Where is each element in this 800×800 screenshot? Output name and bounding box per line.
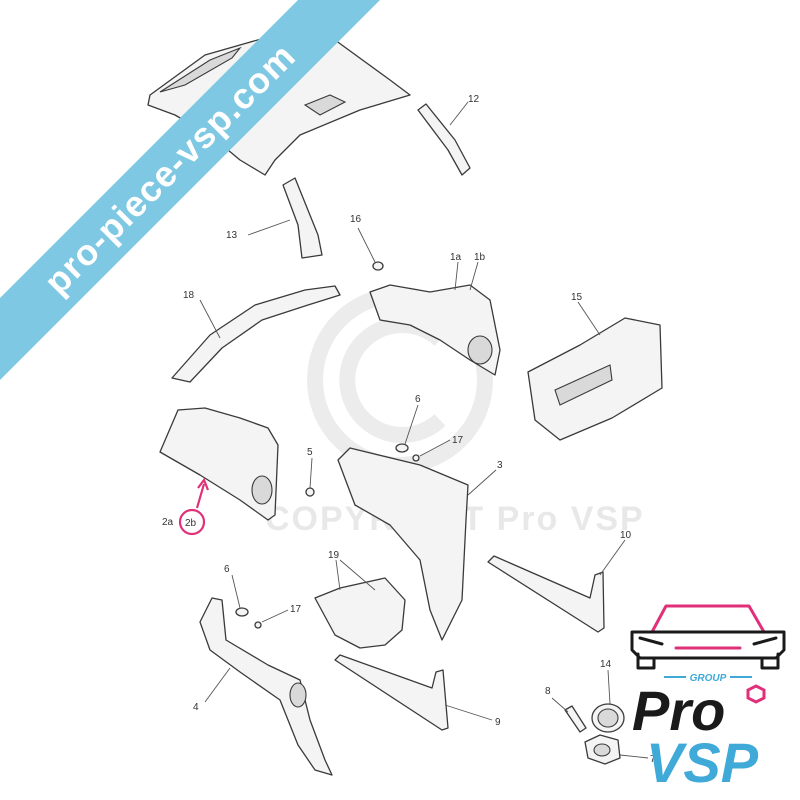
callout-14: 14	[600, 659, 612, 670]
callout-9: 9	[495, 717, 501, 728]
part-10-sill-strip	[487, 539, 626, 633]
car-outline-icon	[630, 604, 786, 670]
part-9-sill-strip	[334, 654, 493, 731]
part-7-speaker	[584, 734, 649, 765]
callout-1b: 1b	[474, 252, 486, 263]
logo-small-text: GROUP	[690, 673, 727, 684]
callout-16: 16	[350, 214, 362, 225]
logo-text-vsp: VSP	[646, 731, 759, 792]
part-2-quarter-trim	[159, 407, 279, 521]
part-12-trim	[417, 101, 471, 176]
highlight-circle-2b	[178, 508, 206, 536]
part-1-rear-panel	[369, 261, 501, 376]
callout-10: 10	[620, 530, 632, 541]
callout-6-upper: 6	[415, 394, 421, 405]
callout-12: 12	[468, 94, 480, 105]
callout-8: 8	[545, 686, 551, 697]
pro-vsp-logo: GROUP Pro VSP	[630, 604, 786, 792]
logo-text-pro: Pro	[632, 679, 725, 742]
part-18-roof-rail	[171, 285, 341, 383]
highlight-arrow	[195, 483, 206, 509]
callout-17-lower: 17	[290, 604, 302, 615]
part-5-clip	[305, 457, 315, 497]
callout-17-upper: 17	[452, 435, 464, 446]
part-4-pillar-trim	[199, 597, 333, 776]
callout-7: 7	[650, 754, 656, 765]
callout-6-lower: 6	[224, 564, 230, 575]
part-19-insulation	[314, 559, 406, 649]
callout-19: 19	[328, 550, 340, 561]
part-3-side-trim	[337, 447, 497, 641]
part-14-speaker-grille	[591, 669, 625, 733]
callout-2a: 2a	[162, 517, 174, 528]
logo-group-label: GROUP	[664, 673, 752, 684]
part-17-screw-upper	[412, 439, 451, 462]
part-6-clip-upper	[395, 404, 419, 453]
part-16-clip	[357, 227, 384, 271]
callout-1a: 1a	[450, 252, 462, 263]
callout-15: 15	[571, 292, 583, 303]
part-17-screw-lower	[254, 609, 289, 629]
part-6-clip-lower	[231, 574, 249, 617]
part-15-bulkhead	[527, 301, 663, 441]
callout-4: 4	[193, 702, 199, 713]
highlight-arrowhead	[197, 477, 210, 491]
callout-18: 18	[183, 290, 195, 301]
callout-5: 5	[307, 447, 313, 458]
callout-2b: 2b	[185, 518, 197, 529]
part-13-pillar	[247, 177, 323, 259]
hexagon-icon	[746, 684, 766, 704]
callout-13: 13	[226, 230, 238, 241]
callout-3: 3	[497, 460, 503, 471]
part-8-screw	[551, 697, 587, 733]
